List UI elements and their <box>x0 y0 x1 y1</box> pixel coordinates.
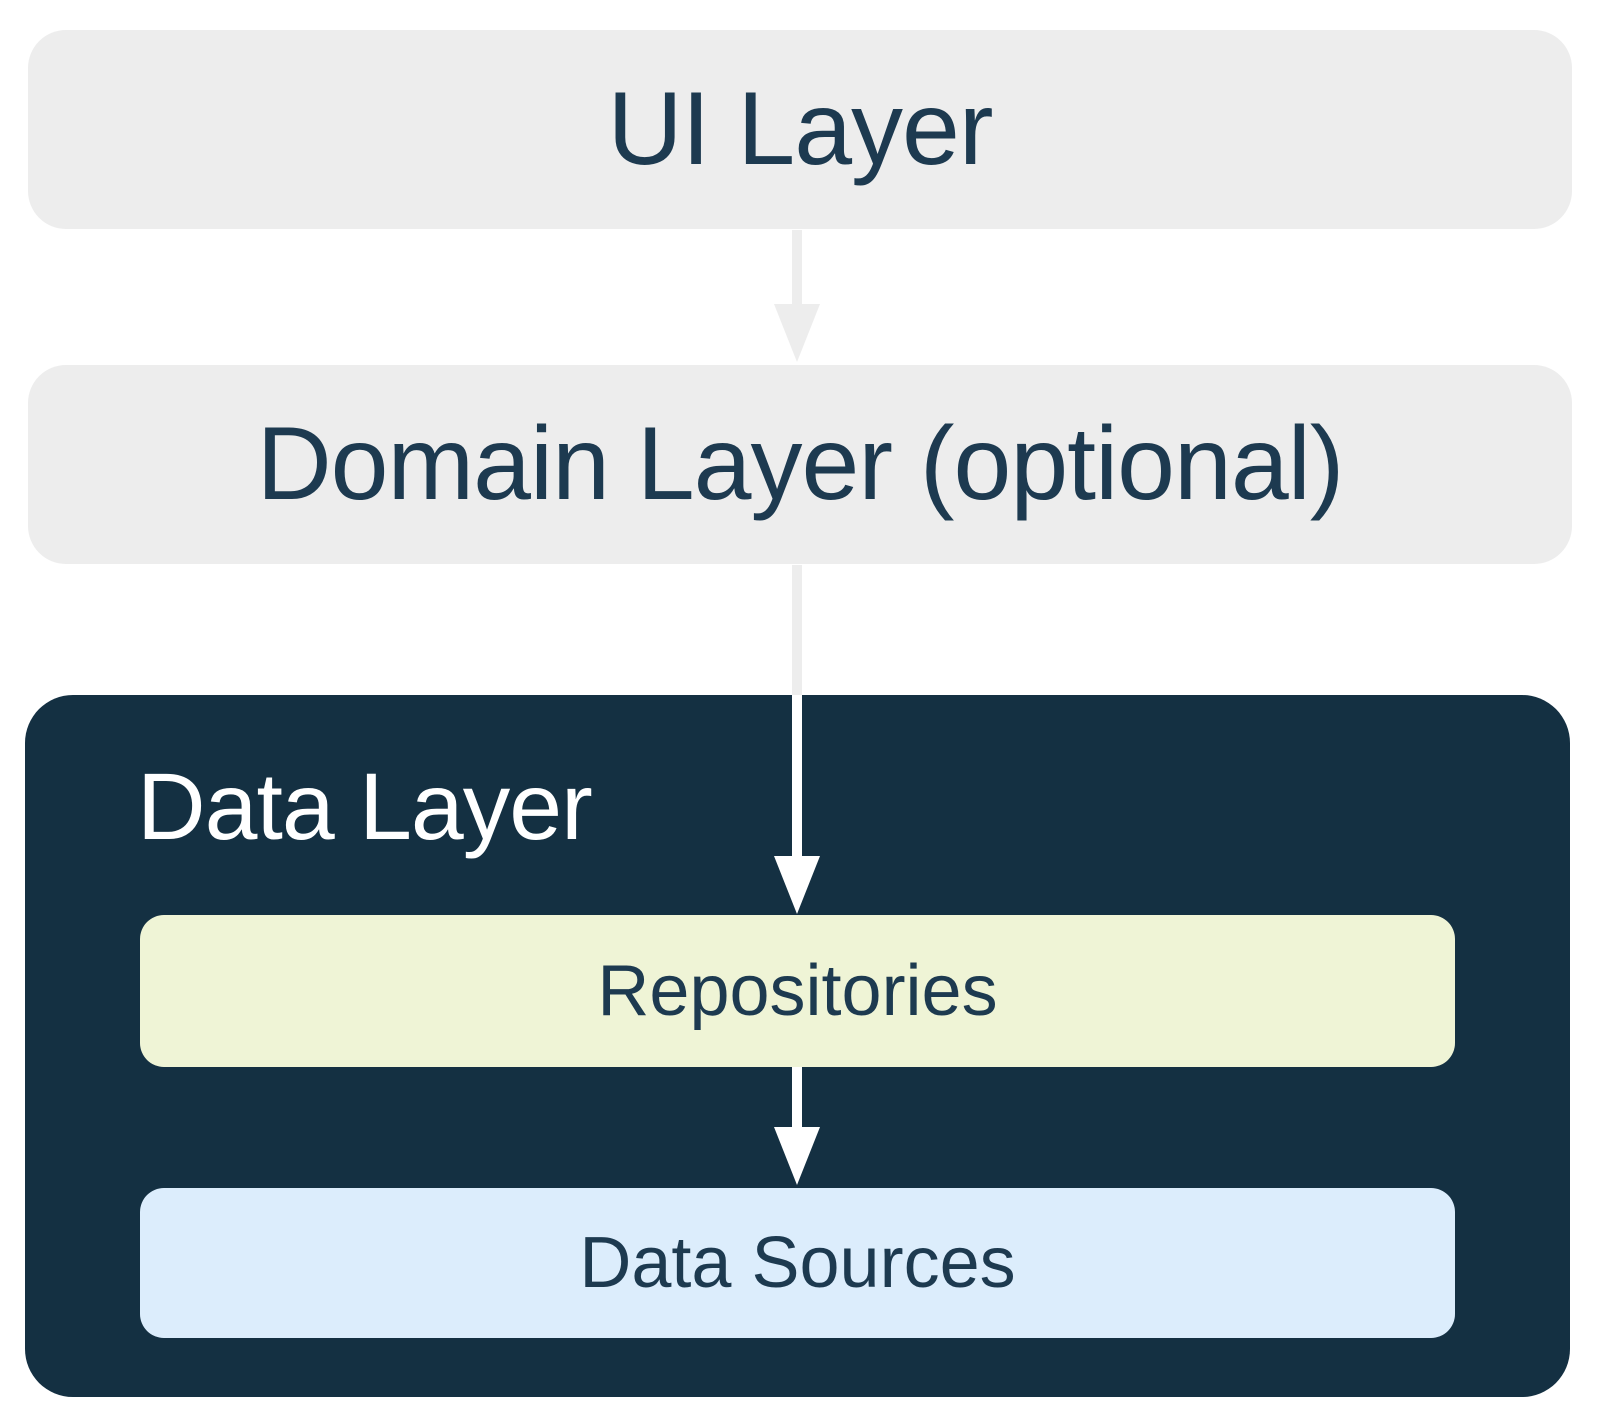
down-arrow-icon <box>774 304 820 362</box>
repositories-label: Repositories <box>597 951 998 1031</box>
repositories-box: Repositories <box>140 915 1455 1067</box>
data-layer-label: Data Layer <box>137 754 593 860</box>
arrow-shaft <box>792 565 802 696</box>
ui-layer-box: UI Layer <box>28 30 1572 229</box>
data-sources-box: Data Sources <box>140 1188 1455 1338</box>
arrow-shaft <box>792 695 802 858</box>
arrow-shaft <box>792 230 802 306</box>
down-arrow-icon <box>774 856 820 914</box>
ui-layer-label: UI Layer <box>607 71 993 187</box>
domain-layer-label: Domain Layer (optional) <box>256 406 1345 522</box>
data-sources-label: Data Sources <box>579 1223 1016 1303</box>
down-arrow-icon <box>774 1127 820 1185</box>
arrow-shaft <box>792 1067 802 1129</box>
domain-layer-box: Domain Layer (optional) <box>28 365 1572 564</box>
